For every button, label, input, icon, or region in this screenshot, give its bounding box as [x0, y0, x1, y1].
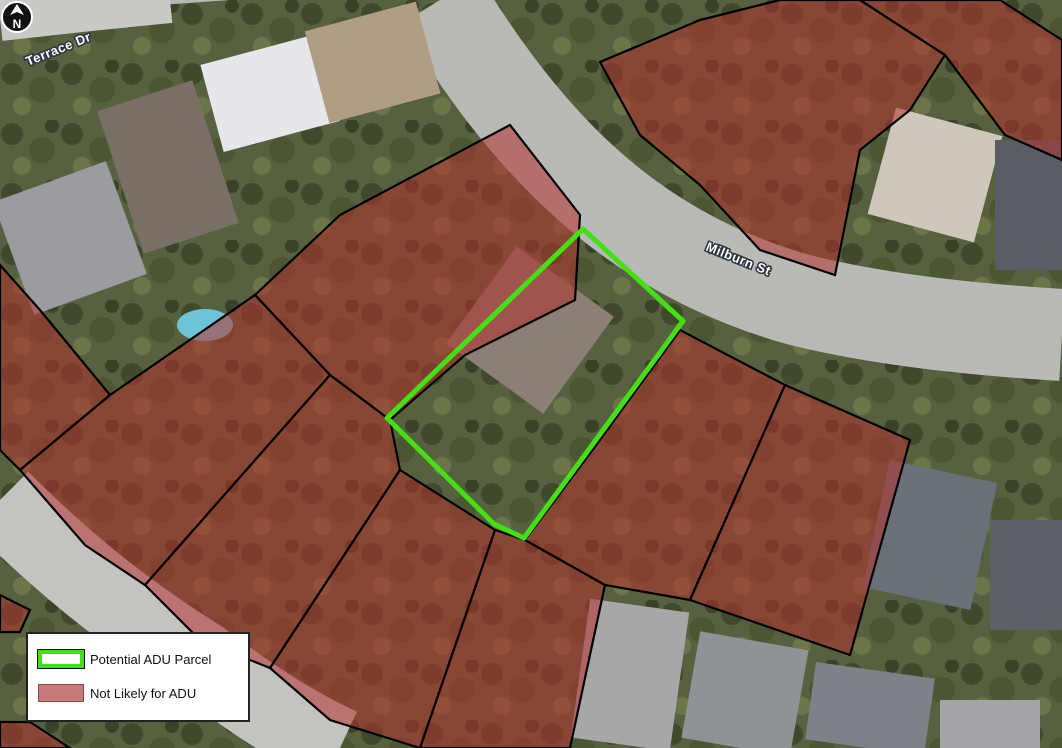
- legend-label-not-likely: Not Likely for ADU: [90, 685, 197, 701]
- swatch-potential-adu: [37, 649, 85, 669]
- swatch-not-likely: [38, 684, 84, 702]
- north-arrow-icon: N: [1, 1, 33, 33]
- parcel-not-likely[interactable]: [0, 593, 32, 634]
- parcel-not-likely[interactable]: [0, 720, 73, 748]
- parcel-not-likely[interactable]: [688, 383, 912, 657]
- parcel-potential-adu[interactable]: [384, 226, 686, 541]
- map-legend: Potential ADU Parcel Not Likely for ADU: [26, 632, 250, 722]
- legend-item-not-likely: Not Likely for ADU: [38, 676, 238, 710]
- legend-label-potential-adu: Potential ADU Parcel: [90, 651, 212, 667]
- legend-item-potential-adu: Potential ADU Parcel: [37, 642, 238, 676]
- north-arrow-label: N: [13, 17, 22, 31]
- parcel-not-likely[interactable]: [857, 0, 1062, 162]
- parcel-not-likely[interactable]: [598, 0, 947, 277]
